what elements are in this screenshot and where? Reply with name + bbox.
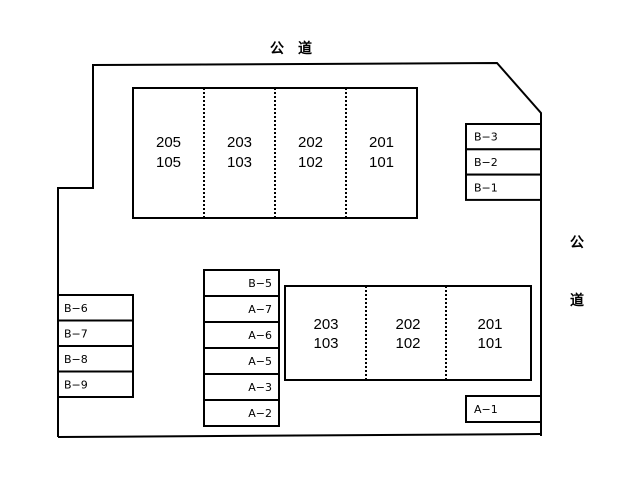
road-right-text-2: 道 xyxy=(570,293,584,309)
parking-slot[interactable]: B−8 xyxy=(57,345,134,373)
parking-slot-box xyxy=(57,345,134,373)
unit-number-lower: 105 xyxy=(156,154,181,171)
road-right-text-1: 公 xyxy=(570,235,584,251)
road-label-right-1: 公 xyxy=(570,232,584,252)
parking-slot-label: B−1 xyxy=(474,181,498,194)
parking-slot-label: B−9 xyxy=(64,378,88,391)
unit-number-upper: 203 xyxy=(227,134,252,151)
parking-group-left: B−6B−7B−8B−9 xyxy=(57,294,134,398)
lot-boundary-bottom xyxy=(57,433,542,438)
parking-slot-box xyxy=(203,399,280,427)
parking-slot-box xyxy=(203,347,280,375)
parking-slot-label: A−5 xyxy=(248,355,272,368)
parking-slot[interactable]: B−5 xyxy=(203,269,280,297)
parking-slot-label: B−7 xyxy=(64,327,88,340)
parking-slot-label: B−3 xyxy=(474,131,498,144)
unit-number-upper: 205 xyxy=(156,134,181,151)
parking-slot[interactable]: A−2 xyxy=(203,399,280,427)
unit-number-lower: 102 xyxy=(395,335,420,352)
parking-slot[interactable]: B−9 xyxy=(57,370,134,398)
lot-boundary xyxy=(57,61,542,437)
parking-slot-label: B−6 xyxy=(64,302,88,315)
parking-slot-box xyxy=(57,370,134,398)
parking-slot[interactable]: B−1 xyxy=(465,173,542,201)
unit-number-lower: 103 xyxy=(227,154,252,171)
parking-slot-label: A−1 xyxy=(474,403,498,416)
unit-number-lower: 101 xyxy=(369,154,394,171)
parking-slot-box xyxy=(203,269,280,297)
parking-slot[interactable]: A−7 xyxy=(203,295,280,323)
unit-number-upper: 202 xyxy=(395,316,420,333)
parking-slot-box xyxy=(57,319,134,347)
parking-slot-label: A−7 xyxy=(248,303,272,316)
road-label-top: 公 道 xyxy=(270,38,312,58)
parking-slot[interactable]: A−6 xyxy=(203,321,280,349)
parking-slot-label: A−2 xyxy=(248,407,272,420)
road-top-text: 公 道 xyxy=(270,41,312,57)
parking-slot[interactable]: B−6 xyxy=(57,294,134,322)
parking-slot-box xyxy=(465,173,542,201)
unit-number-lower: 103 xyxy=(313,335,338,352)
parking-slot-label: B−2 xyxy=(474,156,498,169)
parking-slot[interactable]: B−7 xyxy=(57,319,134,347)
parking-slot-label: A−3 xyxy=(248,381,272,394)
parking-slot-label: B−5 xyxy=(248,277,272,290)
parking-group-right-top: B−3B−2B−1 xyxy=(465,123,542,201)
road-label-right-2: 道 xyxy=(570,290,584,310)
unit-number-upper: 201 xyxy=(477,316,502,333)
parking-slot[interactable]: A−3 xyxy=(203,373,280,401)
parking-slot-label: A−6 xyxy=(248,329,272,342)
unit-number-lower: 102 xyxy=(298,154,323,171)
unit-number-upper: 203 xyxy=(313,316,338,333)
unit-number-upper: 201 xyxy=(369,134,394,151)
unit-number-lower: 101 xyxy=(477,335,502,352)
parking-slot[interactable]: A−1 xyxy=(465,395,542,423)
parking-group-center: B−5A−7A−6A−5A−3A−2 xyxy=(203,269,280,427)
parking-slot[interactable]: B−3 xyxy=(465,123,542,151)
parking-slot-box xyxy=(465,395,542,423)
parking-group-right-bottom: A−1 xyxy=(465,395,542,423)
unit-number-upper: 202 xyxy=(298,134,323,151)
parking-slot-label: B−8 xyxy=(64,353,88,366)
parking-slot[interactable]: A−5 xyxy=(203,347,280,375)
parking-slot-box xyxy=(203,295,280,323)
parking-slot[interactable]: B−2 xyxy=(465,148,542,176)
parking-slot-box xyxy=(203,373,280,401)
